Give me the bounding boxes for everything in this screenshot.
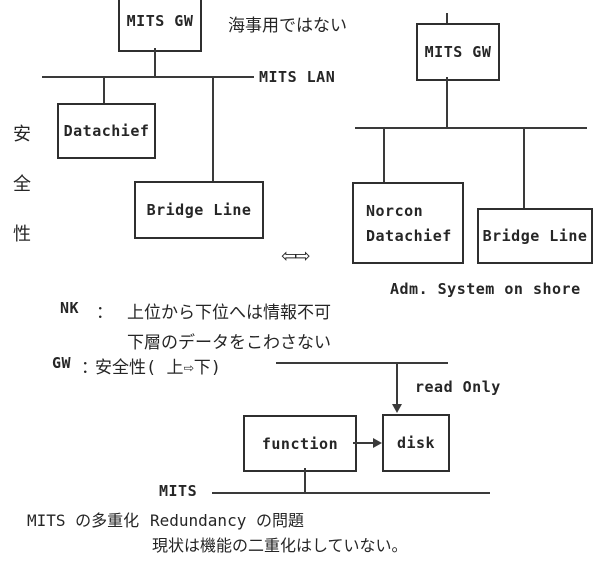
disk-box-label: disk bbox=[396, 434, 436, 452]
connector-gw-to-bus-shore bbox=[446, 77, 448, 128]
mits-bus-line bbox=[212, 492, 490, 494]
mits-gw-box-ship: MITS GW bbox=[118, 0, 202, 52]
mits-gw-box-shore-label: MITS GW bbox=[424, 43, 492, 61]
left-right-exchange-arrows-icon: ⇦⇨ bbox=[281, 245, 311, 267]
mits-gw-box-shore: MITS GW bbox=[416, 23, 500, 81]
footer-status-note: 現状は機能の二重化はしていない。 bbox=[152, 536, 408, 555]
datachief-box-label: Datachief bbox=[63, 122, 150, 140]
safety-vertical-label-char-1: 安 bbox=[13, 124, 31, 145]
maritime-use-note: 海事用ではない bbox=[228, 16, 347, 36]
function-to-disk-arrow-line bbox=[353, 442, 374, 444]
mits-bus-label: MITS bbox=[159, 482, 198, 500]
safety-vertical-label-char-3: 性 bbox=[13, 224, 31, 245]
connector-gw-to-lan bbox=[154, 48, 156, 77]
read-only-label: read Only bbox=[415, 378, 501, 396]
connector-lan-to-bridgeline bbox=[212, 78, 214, 182]
mits-lan-line bbox=[42, 76, 254, 78]
function-box: function bbox=[243, 415, 357, 472]
function-box-label: function bbox=[261, 434, 339, 453]
connector-function-to-mits-bus bbox=[304, 468, 306, 493]
redundancy-top-line bbox=[276, 362, 448, 364]
nk-note-label: NK bbox=[60, 299, 80, 317]
shore-bus-line bbox=[355, 127, 587, 129]
nk-note-line2: 下層のデータをこわさない bbox=[127, 333, 331, 353]
connector-bus-to-norcon bbox=[383, 129, 385, 182]
connector-top-stub-shore bbox=[446, 13, 448, 24]
nk-note-separator: ： bbox=[96, 303, 113, 323]
mits-gw-box-ship-label: MITS GW bbox=[126, 12, 194, 30]
bridge-line-box-shore: Bridge Line bbox=[477, 208, 593, 264]
gw-note-text: 安全性( 上⇨下) bbox=[95, 358, 221, 378]
read-only-arrowhead-down-icon bbox=[392, 404, 402, 413]
bridge-line-box-shore-label: Bridge Line bbox=[482, 227, 588, 245]
footer-multiplexing-note: MITS の多重化 bbox=[27, 511, 140, 530]
mits-lan-label: MITS LAN bbox=[259, 68, 336, 86]
read-only-arrow-line bbox=[396, 363, 398, 405]
shore-system-caption: Adm. System on shore bbox=[390, 280, 581, 298]
datachief-box: Datachief bbox=[57, 103, 156, 159]
connector-lan-to-datachief bbox=[103, 78, 105, 104]
norcon-datachief-box-line1: Norcon bbox=[366, 201, 424, 220]
safety-vertical-label-char-2: 全 bbox=[13, 174, 31, 195]
footer-redundancy-note: Redundancy の問題 bbox=[150, 511, 304, 530]
norcon-datachief-box-line2: Datachief bbox=[366, 226, 452, 245]
disk-box: disk bbox=[382, 414, 450, 472]
bridge-line-box-ship: Bridge Line bbox=[134, 181, 264, 239]
gw-note-label: GW bbox=[52, 354, 72, 372]
nk-note-line1: 上位から下位へは情報不可 bbox=[127, 303, 331, 323]
bridge-line-box-ship-label: Bridge Line bbox=[146, 201, 252, 219]
gw-note-separator: ： bbox=[81, 358, 98, 378]
norcon-datachief-box: Norcon Datachief bbox=[352, 182, 464, 264]
function-to-disk-arrowhead-icon bbox=[373, 438, 382, 448]
connector-bus-to-bridgeline-shore bbox=[523, 129, 525, 208]
